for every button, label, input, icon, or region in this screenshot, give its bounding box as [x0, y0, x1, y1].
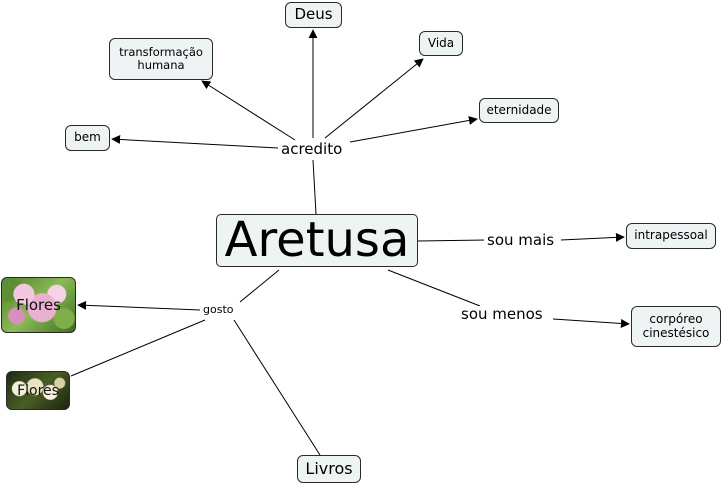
line-acredito-eternidade [349, 116, 478, 143]
linking-phrase-acredito: acredito [278, 141, 346, 158]
concept-corporeo-cinestesico[interactable]: corpóreo cinestésico [631, 306, 721, 347]
line-acredito-bem [111, 134, 279, 149]
line-acredito-transformacao [201, 80, 296, 141]
line-aretusa-soumais [417, 239, 487, 242]
concept-vida[interactable]: Vida [419, 31, 463, 56]
concept-vida-label: Vida [427, 35, 455, 50]
image-node-flores-1[interactable]: Flores [1, 277, 76, 333]
concept-transformacao-humana[interactable]: transformação humana [109, 38, 213, 80]
concept-deus-label: Deus [294, 5, 333, 24]
concept-livros-label: Livros [305, 458, 353, 478]
central-concept-aretusa[interactable]: Aretusa [216, 211, 418, 268]
concept-deus[interactable]: Deus [285, 2, 342, 28]
line-aretusa-gosto [239, 269, 280, 303]
line-soumenos-corporeo [552, 318, 630, 328]
concept-bem[interactable]: bem [65, 125, 110, 151]
linking-phrase-sou-menos: sou menos [458, 306, 546, 323]
image-node-flores-2-caption: Flores [17, 382, 59, 399]
linking-phrase-sou-mais: sou mais [484, 232, 558, 249]
image-node-flores-2[interactable]: Flores [6, 371, 70, 410]
line-soumais-intrapessoal [560, 232, 625, 242]
line-aretusa-acredito [312, 159, 317, 215]
linking-phrase-gosto: gosto [200, 303, 237, 317]
concept-bem-label: bem [74, 130, 101, 145]
concept-intrapessoal[interactable]: intrapessoal [626, 223, 716, 249]
concept-corporeo-label: corpóreo cinestésico [642, 311, 710, 340]
line-gosto-livros [233, 319, 321, 456]
concept-intrapessoal-label: intrapessoal [634, 228, 708, 243]
concept-livros[interactable]: Livros [297, 455, 361, 483]
line-aretusa-soumenos [387, 269, 481, 307]
concept-eternidade[interactable]: eternidade [479, 98, 559, 123]
image-node-flores-1-caption: Flores [16, 296, 61, 314]
line-acredito-vida [324, 58, 424, 139]
line-gosto-flores1 [77, 300, 201, 311]
concept-eternidade-label: eternidade [486, 102, 552, 117]
line-gosto-flores2 [70, 319, 206, 377]
central-concept-label: Aretusa [224, 211, 410, 268]
concept-transformacao-label: transformação humana [119, 44, 203, 72]
